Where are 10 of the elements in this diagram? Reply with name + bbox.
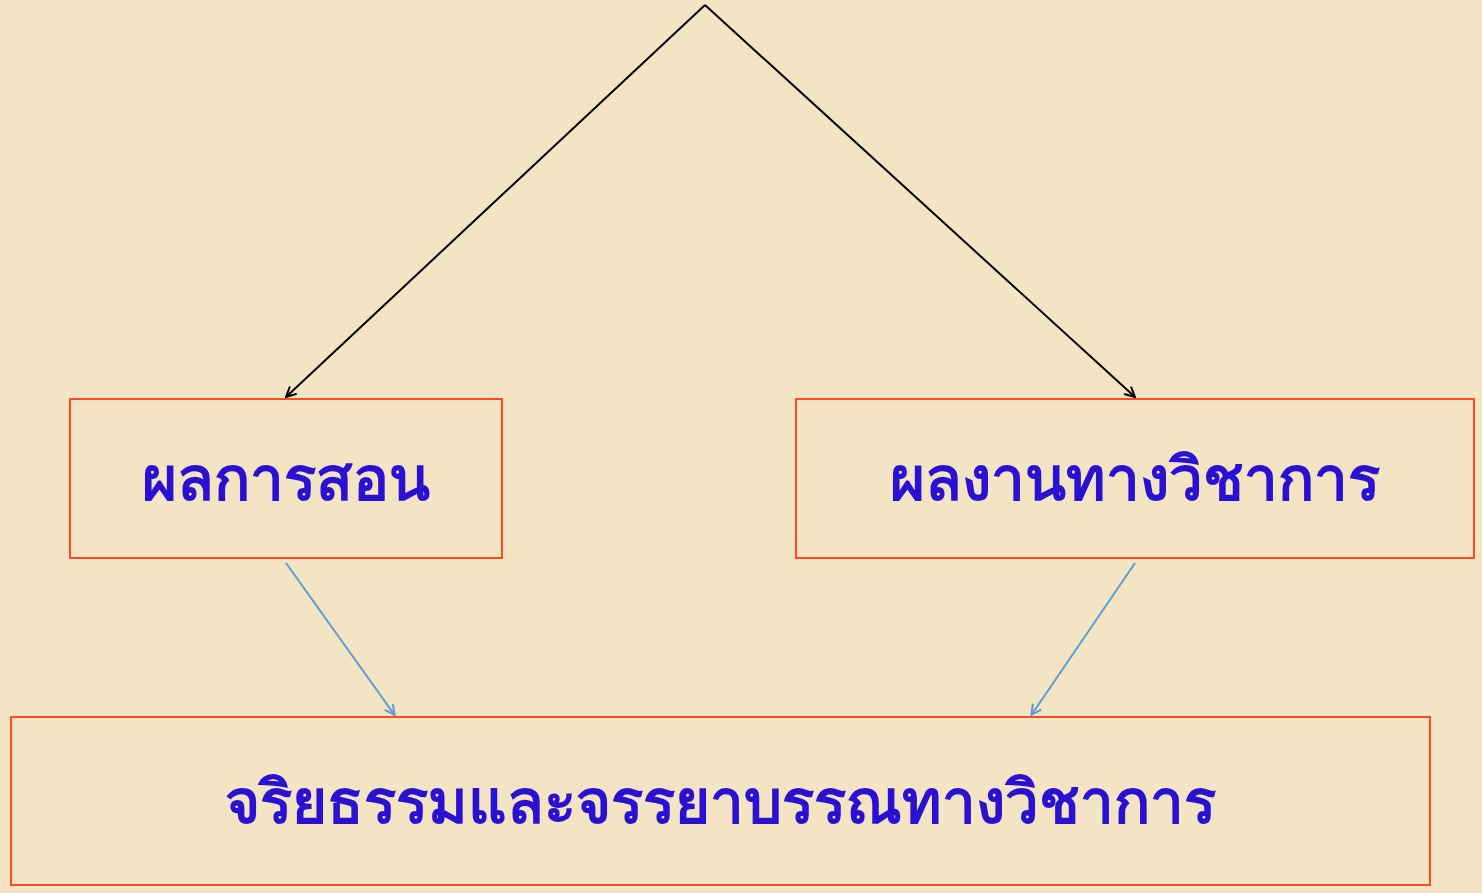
text-box (69, 398, 503, 559)
arrow (1030, 562, 1136, 716)
node-label: ผลการสอน (142, 443, 430, 516)
node-label: จริยธรรมและจรรยาบรรณทางวิชาการ (225, 765, 1216, 839)
text-box (795, 398, 1475, 559)
text-box (10, 716, 1431, 886)
arrow (285, 562, 396, 716)
arrow (285, 4, 706, 398)
node-label: ผลงานทางวิชาการ (890, 443, 1380, 516)
arrow (704, 4, 1136, 398)
